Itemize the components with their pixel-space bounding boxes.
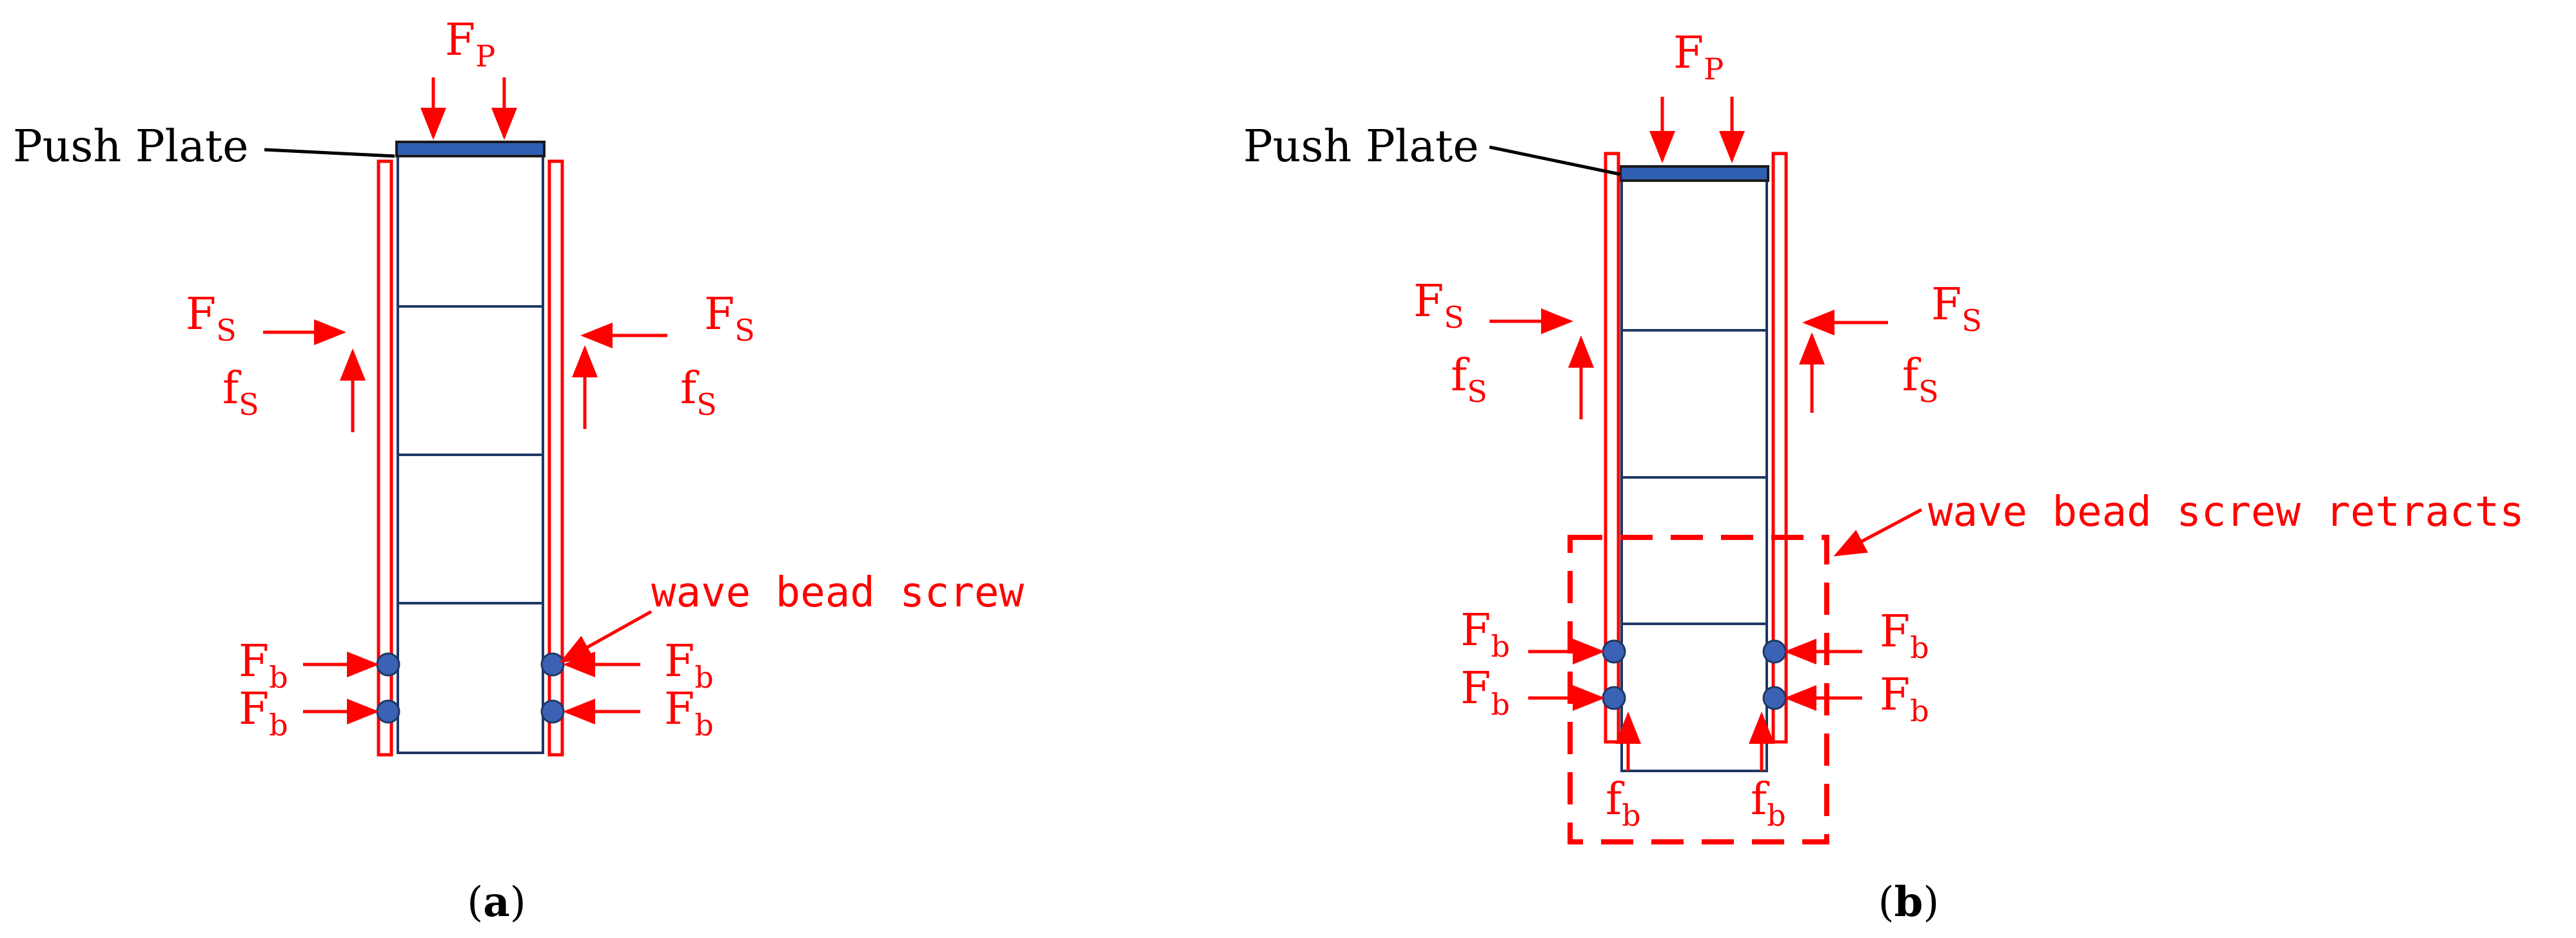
label-fp-a: FP xyxy=(445,15,495,74)
push-plate-a xyxy=(395,141,546,157)
label-fb-a: Fb xyxy=(239,636,288,695)
label-fs-right-a: FS xyxy=(704,289,755,348)
label-fb-a: Fb xyxy=(664,684,714,743)
label-fb-b: Fb xyxy=(1460,605,1510,664)
specimen-column-b xyxy=(1620,173,1768,772)
label-fb-b: Fb xyxy=(1880,670,1929,728)
label-fb-a: Fb xyxy=(239,684,288,743)
push-plate-label-a: Push Plate xyxy=(13,121,248,172)
label-fs-small-left-a: fS xyxy=(222,363,259,422)
push-plate-label-b: Push Plate xyxy=(1243,121,1479,172)
wave-bead-screw-pointer-a xyxy=(559,610,653,663)
label-fs-small-right-b: fS xyxy=(1902,350,1939,409)
caption-b: (b) xyxy=(1878,878,1940,926)
label-fs-left-b: FS xyxy=(1413,276,1464,335)
label-fs-right-b: FS xyxy=(1931,279,1982,338)
label-fb-b: Fb xyxy=(1460,663,1510,722)
push-plate-b xyxy=(1619,165,1769,182)
wave-bead-b xyxy=(1762,639,1787,664)
panel-a: FP Push Plate FS fS FS fS Fb Fb Fb Fb wa… xyxy=(13,15,1024,926)
wave-bead-b xyxy=(1602,639,1626,664)
wave-bead-a xyxy=(540,652,565,677)
caption-a: (a) xyxy=(467,878,526,926)
label-fp-b: FP xyxy=(1673,28,1724,86)
wave-bead-screw-retracts-label-b: wave bead screw retracts xyxy=(1928,488,2524,536)
push-plate-leader-a xyxy=(264,148,395,158)
label-fb-small-b: fb xyxy=(1606,774,1641,833)
label-fb-small-b: fb xyxy=(1751,774,1786,833)
right-wall-b xyxy=(1771,152,1788,744)
label-fb-a: Fb xyxy=(664,636,714,695)
label-fs-small-right-a: fS xyxy=(680,363,717,422)
label-fs-left-a: FS xyxy=(186,289,237,348)
label-fs-small-left-b: fS xyxy=(1451,350,1488,409)
right-wall-a xyxy=(547,159,564,757)
wave-bead-a xyxy=(376,699,400,724)
wave-bead-a xyxy=(540,699,565,724)
specimen-column-a xyxy=(397,148,544,754)
push-plate-leader-b xyxy=(1489,145,1620,176)
label-fb-b: Fb xyxy=(1880,606,1929,665)
left-wall-a xyxy=(377,159,393,757)
wave-bead-a xyxy=(376,652,400,677)
wave-bead-b xyxy=(1762,686,1787,710)
wave-bead-screw-label-a: wave bead screw xyxy=(651,569,1024,617)
wave-bead-b xyxy=(1602,686,1626,710)
retract-zone-box-b xyxy=(1568,535,1829,844)
left-wall-b xyxy=(1604,152,1620,744)
wave-bead-screw-retracts-pointer-b xyxy=(1833,508,1923,557)
panel-b: FP Push Plate FS fS FS fS Fb Fb Fb Fb fb… xyxy=(1243,28,2524,926)
